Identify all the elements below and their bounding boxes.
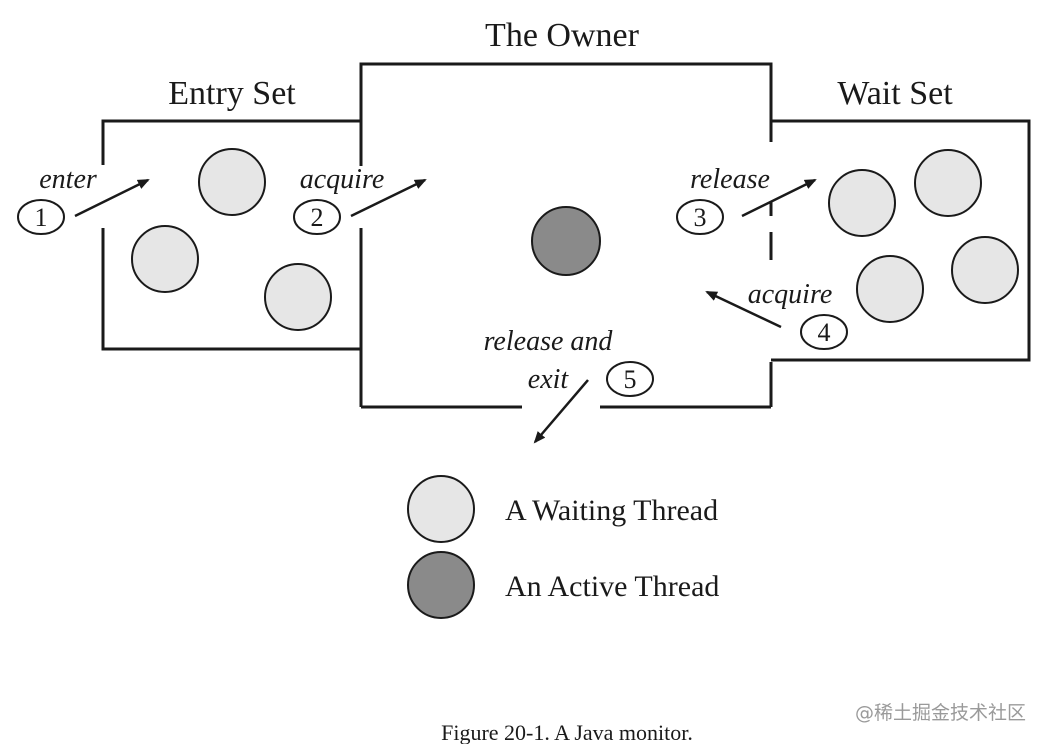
waiting-thread <box>828 169 896 237</box>
step-acquire-entry-label: acquire <box>300 164 385 195</box>
step-acquire-entry-number: 2 <box>311 203 324 232</box>
step-release-exit-number: 5 <box>624 365 637 394</box>
waiting-thread <box>198 148 266 216</box>
legend-waiting-swatch <box>407 475 475 543</box>
step-acquire-wait-label: acquire <box>748 279 833 310</box>
waiting-thread <box>951 236 1019 304</box>
waiting-thread <box>131 225 199 293</box>
step-enter: enter 1 <box>17 164 150 235</box>
step-enter-label: enter <box>39 164 97 195</box>
entry-set-title: Entry Set <box>168 75 296 112</box>
legend-active-swatch <box>407 551 475 619</box>
legend-waiting-label: A Waiting Thread <box>505 494 718 527</box>
step-number-oval <box>17 199 65 235</box>
step-number-oval <box>293 199 341 235</box>
step-number-oval <box>606 361 654 397</box>
step-release: release 3 <box>676 164 817 235</box>
acquire-wait-arrow <box>705 290 782 329</box>
active-thread <box>531 206 601 276</box>
legend-active-label: An Active Thread <box>505 570 719 603</box>
step-release-number: 3 <box>694 203 707 232</box>
wait-set-box <box>771 119 1031 362</box>
legend: A Waiting Thread An Active Thread <box>407 475 719 619</box>
waiting-thread <box>914 149 982 217</box>
step-enter-number: 1 <box>35 203 48 232</box>
step-number-oval <box>676 199 724 235</box>
watermark: @稀土掘金技术社区 <box>855 702 1026 724</box>
step-release-exit-label-line1: release and <box>484 326 614 357</box>
entry-set-box <box>101 119 363 351</box>
step-acquire-entry: acquire 2 <box>293 164 427 235</box>
release-exit-arrow <box>533 379 589 444</box>
step-release-exit-label-line2: exit <box>528 364 570 395</box>
waiting-thread <box>264 263 332 331</box>
wait-set-title: Wait Set <box>837 75 953 112</box>
step-acquire-wait: acquire 4 <box>705 279 848 350</box>
step-release-exit: release and exit 5 <box>484 326 654 444</box>
figure-caption: Figure 20-1. A Java monitor. <box>441 720 693 744</box>
owner-title: The Owner <box>485 17 640 54</box>
step-release-label: release <box>690 164 770 195</box>
release-arrow <box>741 178 817 218</box>
enter-arrow <box>74 178 150 218</box>
step-acquire-wait-number: 4 <box>818 318 831 347</box>
acquire-entry-arrow <box>350 178 427 218</box>
owner-box <box>359 62 773 409</box>
waiting-thread <box>856 255 924 323</box>
step-number-oval <box>800 314 848 350</box>
